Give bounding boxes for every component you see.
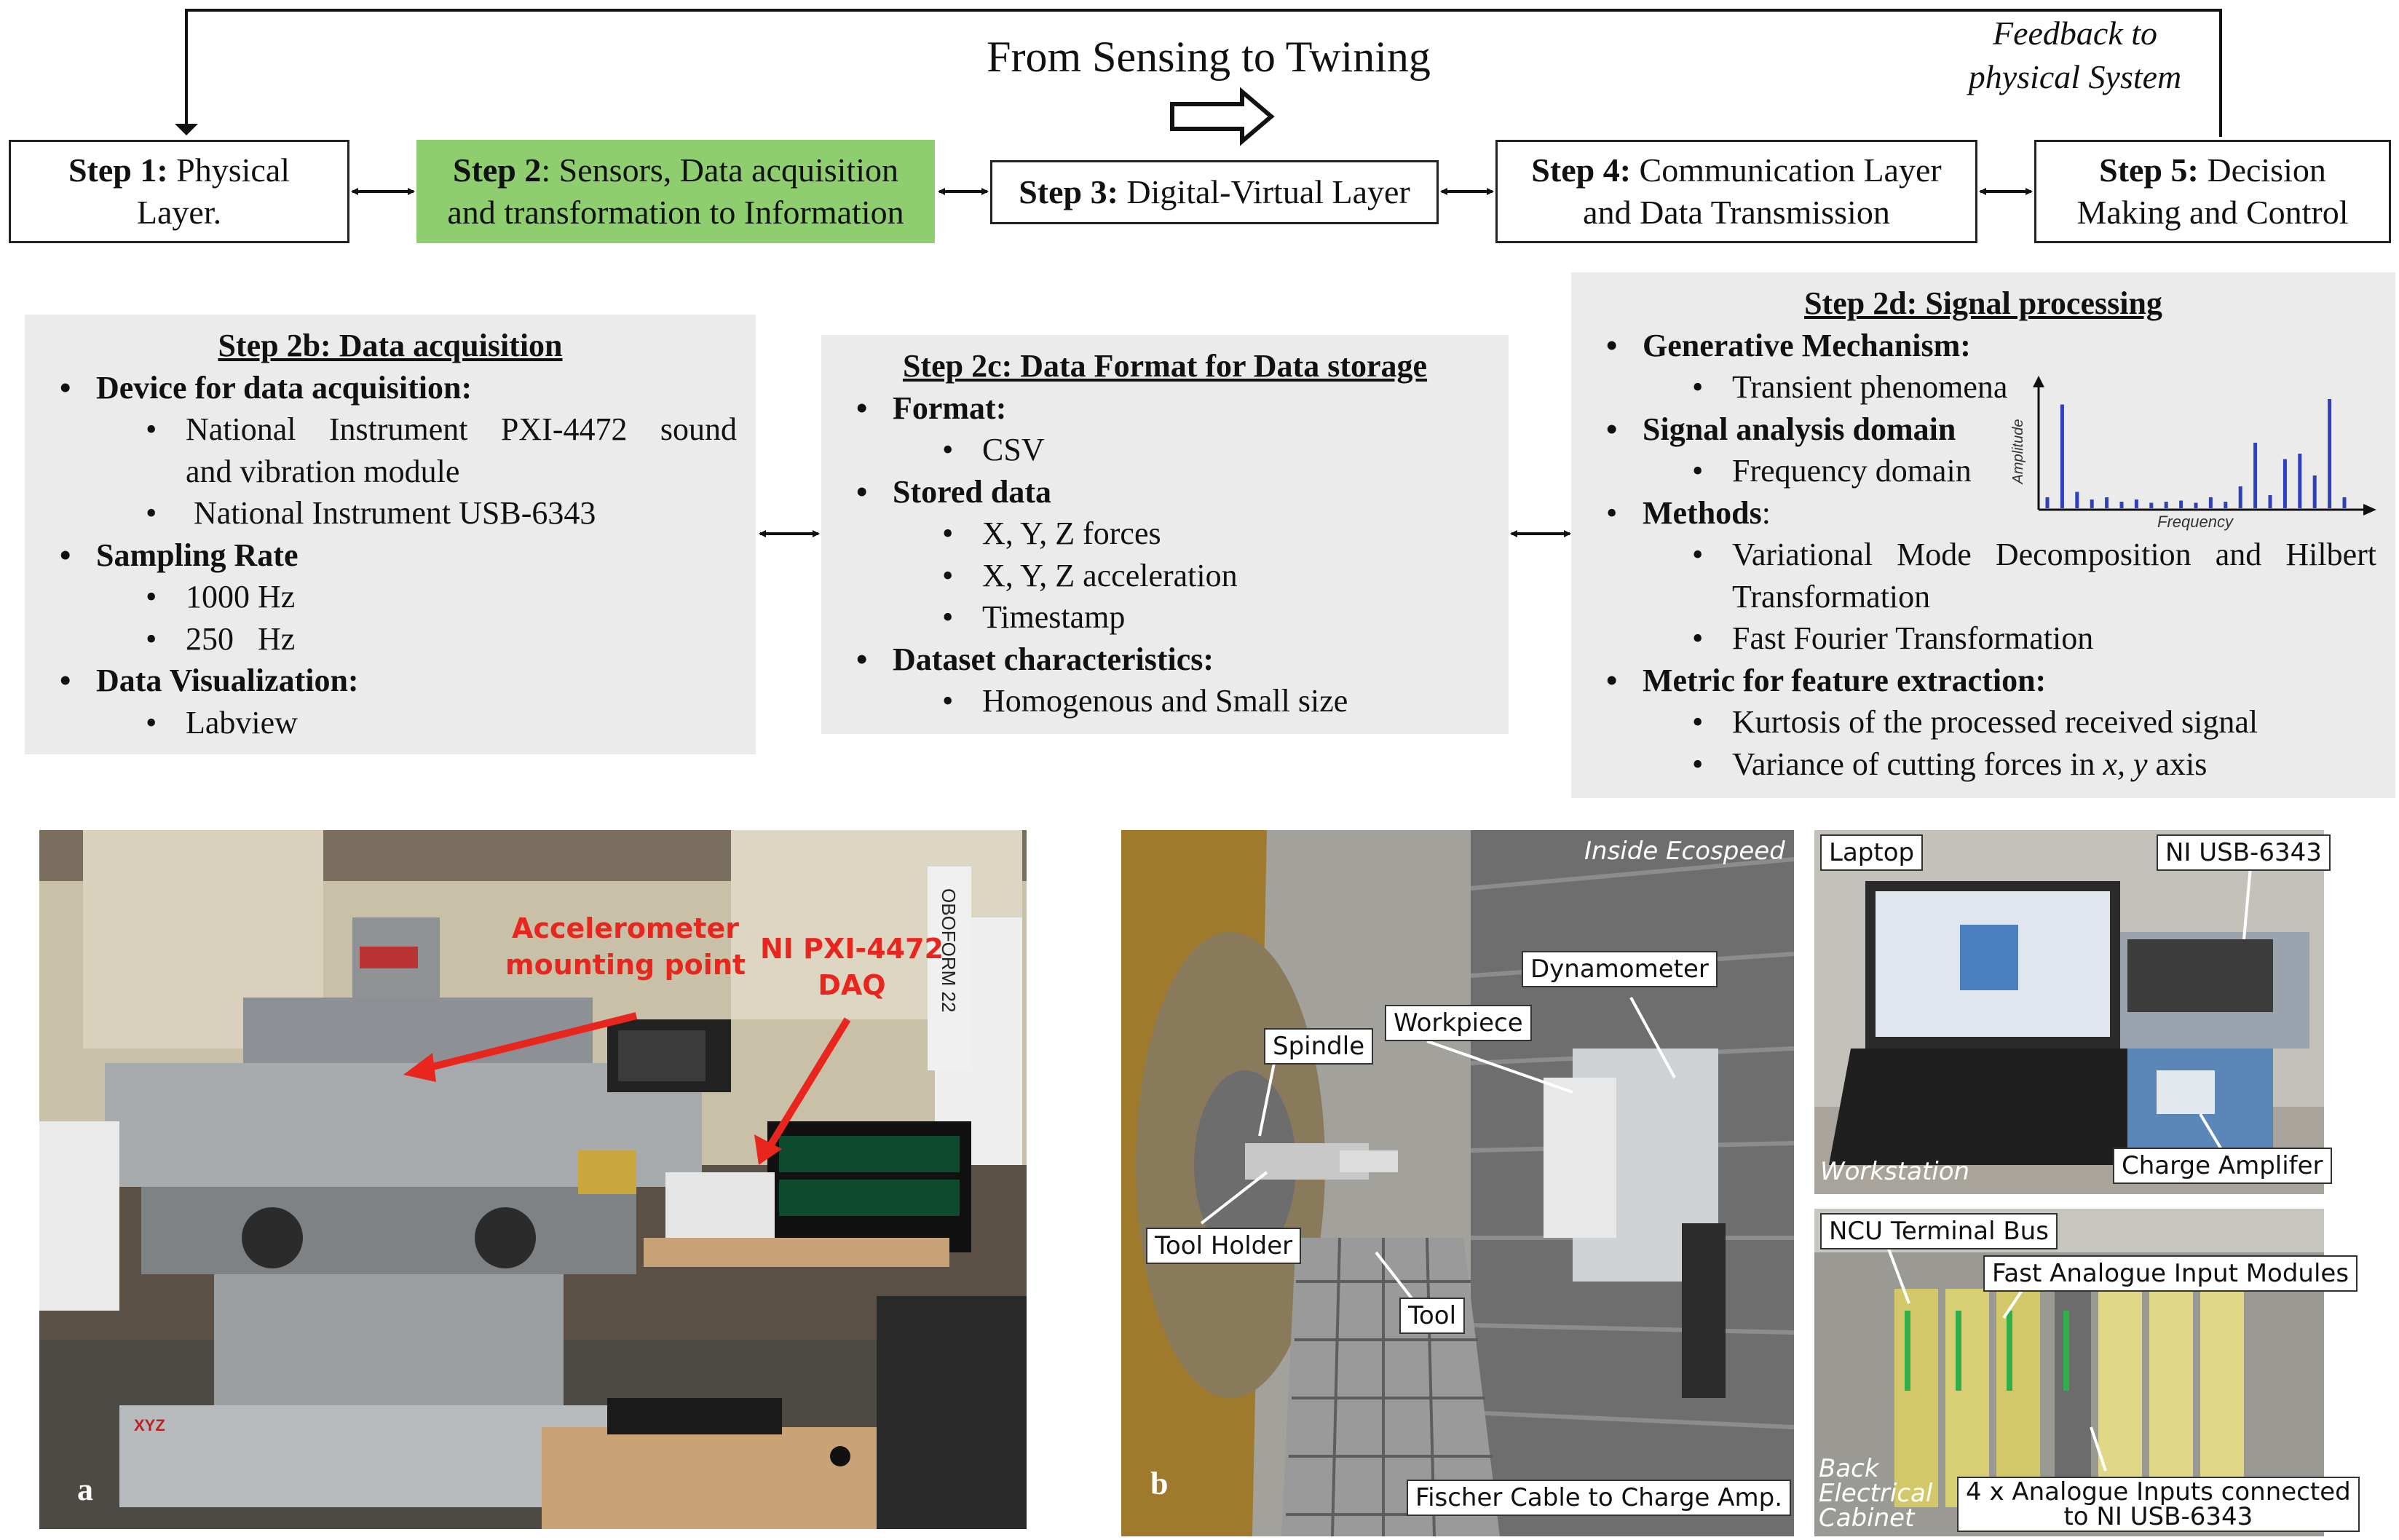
- sign-text: OBOFORM 22: [938, 888, 960, 1012]
- list-item: Format:: [840, 387, 1490, 430]
- tag-tool: Tool: [1399, 1298, 1466, 1334]
- photo-workstation: Laptop NI USB-6343 Workstation Charge Am…: [1814, 830, 2332, 1194]
- tag-fischer-cable: Fischer Cable to Charge Amp.: [1407, 1480, 1792, 1516]
- list-item: Stored data: [840, 471, 1490, 513]
- spectrum-plot: Amplitude Frequency: [2010, 376, 2376, 531]
- cabinet-label: Back Electrical Cabinet: [1819, 1454, 1933, 1533]
- feedback-label: Feedback to physical System: [1968, 15, 2182, 95]
- panel-d-title: Step 2d: Signal processing: [1804, 285, 2162, 321]
- tag-fast-analogue-input-modules: Fast Analogue Input Modules: [1983, 1255, 2358, 1292]
- tag-laptop: Laptop: [1820, 834, 1924, 871]
- list-item: Methods:: [1590, 492, 2376, 534]
- toolholder-pointer: [1200, 1171, 1268, 1225]
- label-accelerometer-mounting: Accelerometer mounting point: [505, 912, 746, 981]
- daq-arrowhead: [754, 1134, 782, 1165]
- tag-ni-usb-6343: NI USB-6343: [2157, 834, 2331, 871]
- inputs-pointer: [2090, 1426, 2107, 1472]
- photo-b-drawing: [1121, 830, 1795, 1537]
- workstation-label: Workstation: [1820, 1157, 1970, 1186]
- spectrum-spikes: [2045, 399, 2347, 508]
- photo-a-drawing: OBOFORM 22 XYZ: [39, 830, 1027, 1529]
- workpiece-pointer: [1426, 1040, 1573, 1094]
- panel-signal-processing: Step 2d: Signal processing Generative Me…: [1571, 272, 2395, 798]
- list-item: 1000 Hz: [44, 576, 737, 618]
- list-item: Frequency domain: [1590, 450, 2376, 492]
- inside-ecospeed-label: Inside Ecospeed: [1584, 837, 1785, 866]
- tag-tool-holder: Tool Holder: [1146, 1228, 1302, 1264]
- accelerometer-arrow: [416, 1012, 638, 1074]
- list-item: Device for data acquisition:: [44, 367, 737, 409]
- tag-ncu-terminal-bus: NCU Terminal Bus: [1820, 1213, 2058, 1249]
- list-item-continuation: and vibration module: [186, 453, 460, 489]
- photo-electrical-cabinet: NCU Terminal Bus Fast Analogue Input Mod…: [1814, 1209, 2360, 1536]
- feedback-line: [185, 9, 2222, 137]
- list-item: Fast Fourier Transformation: [1590, 617, 2376, 660]
- panel-data-acquisition: Step 2b: Data acquisition Device for dat…: [25, 315, 756, 754]
- plot-y-arrowhead: [2033, 376, 2044, 387]
- list-item: Variance of cutting forces in x, y axis: [1590, 743, 2376, 786]
- photo-inside-ecospeed: Inside Ecospeed Dynamometer Workpiece Sp…: [1121, 830, 1795, 1537]
- spindle-pointer: [1258, 1062, 1276, 1137]
- plot-y-label: Amplitude: [2010, 419, 2026, 485]
- panel-c-title: Step 2c: Data Format for Data storage: [902, 348, 1428, 384]
- top-connectors: [175, 9, 2222, 195]
- tag-spindle: Spindle: [1264, 1028, 1374, 1065]
- panel-connectors: [759, 530, 1571, 537]
- list-item: X, Y, Z acceleration: [840, 555, 1490, 597]
- hollow-arrow: [1170, 87, 1275, 146]
- list-item: Kurtosis of the processed received signa…: [1590, 701, 2376, 743]
- list-item: Timestamp: [840, 596, 1490, 639]
- list-item: Variational Mode Decomposition and Hilbe…: [1590, 534, 2376, 576]
- tag-analogue-inputs: 4 x Analogue Inputs connected to NI USB-…: [1957, 1477, 2360, 1532]
- tag-charge-amplifer: Charge Amplifer: [2113, 1148, 2332, 1184]
- accelerometer-arrowhead: [403, 1053, 436, 1082]
- ncu-pointer: [1886, 1244, 1910, 1304]
- panel-b-title: Step 2b: Data acquisition: [218, 328, 563, 363]
- list-item: Metric for feature extraction:: [1590, 660, 2376, 702]
- list-item: Dataset characteristics:: [840, 639, 1490, 681]
- photo-milling-setup: OBOFORM 22 XYZ Accelerometer mounting po…: [39, 830, 1027, 1529]
- step-3-box: Step 3: Digital-Virtual Layer: [990, 160, 1439, 224]
- usb-pointer: [2242, 858, 2253, 940]
- list-item: Data Visualization:: [44, 660, 737, 702]
- label-ni-pxi-daq: NI PXI-4472 DAQ: [760, 933, 944, 1001]
- panel-letter-a: a: [77, 1472, 93, 1507]
- list-item: National Instrument PXI-4472 sound: [44, 408, 737, 451]
- list-item: CSV: [840, 429, 1490, 471]
- diagram-title: From Sensing to Twining: [987, 33, 1431, 81]
- plot-x-arrowhead: [2363, 504, 2376, 516]
- list-item: 250 Hz: [44, 618, 737, 660]
- list-item: Sampling Rate: [44, 534, 737, 577]
- list-item: Generative Mechanism:: [1590, 325, 2376, 367]
- panel-data-format: Step 2c: Data Format for Data storage Fo…: [821, 335, 1509, 734]
- panel-letter-b: b: [1150, 1466, 1169, 1501]
- photo-c-drawing: [1814, 830, 2324, 1194]
- daq-arrow: [764, 1017, 851, 1153]
- charge-pointer: [2199, 1113, 2224, 1152]
- plot-x-label: Frequency: [2157, 513, 2234, 531]
- list-item: X, Y, Z forces: [840, 513, 1490, 555]
- tag-dynamometer: Dynamometer: [1522, 951, 1718, 987]
- tag-workpiece: Workpiece: [1385, 1005, 1532, 1041]
- list-item: Homogenous and Small size: [840, 680, 1490, 722]
- dynamometer-pointer: [1629, 997, 1676, 1078]
- feedback-arrowhead: [175, 124, 198, 135]
- machine-badge: XYZ: [134, 1416, 165, 1434]
- list-item: Labview: [44, 702, 737, 744]
- list-item: Signal analysis domain: [1590, 408, 2376, 451]
- list-item-continuation: Transformation: [1732, 578, 1931, 615]
- list-item: National Instrument USB-6343: [44, 492, 737, 534]
- list-item: Transient phenomena: [1590, 366, 2376, 408]
